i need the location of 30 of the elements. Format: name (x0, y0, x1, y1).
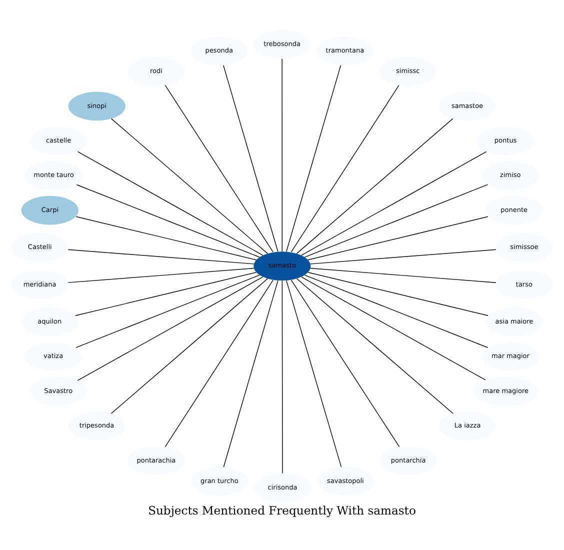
connector (290, 84, 400, 252)
connector (286, 280, 342, 467)
connector (110, 278, 268, 414)
connector (75, 271, 257, 316)
connector (76, 216, 257, 260)
connector (301, 150, 487, 256)
connector (290, 279, 400, 447)
connector (77, 276, 264, 380)
connector (301, 276, 486, 380)
connector (164, 84, 274, 252)
connector (296, 118, 454, 254)
connector (310, 267, 496, 282)
connector (77, 150, 264, 256)
diagram-title: Subjects Mentioned Frequently With samasto (148, 502, 416, 517)
connector (304, 184, 488, 258)
connector (308, 271, 488, 316)
connector (164, 279, 274, 447)
connector (282, 280, 283, 474)
connector (223, 64, 278, 252)
connector (76, 274, 260, 348)
connector (296, 278, 454, 414)
connector (68, 267, 254, 282)
connector (76, 184, 260, 258)
connector (308, 216, 488, 260)
connector (310, 248, 496, 264)
connector (304, 274, 488, 348)
connector (68, 248, 254, 264)
connector (286, 64, 342, 252)
connector (223, 280, 278, 467)
connector (110, 118, 268, 254)
